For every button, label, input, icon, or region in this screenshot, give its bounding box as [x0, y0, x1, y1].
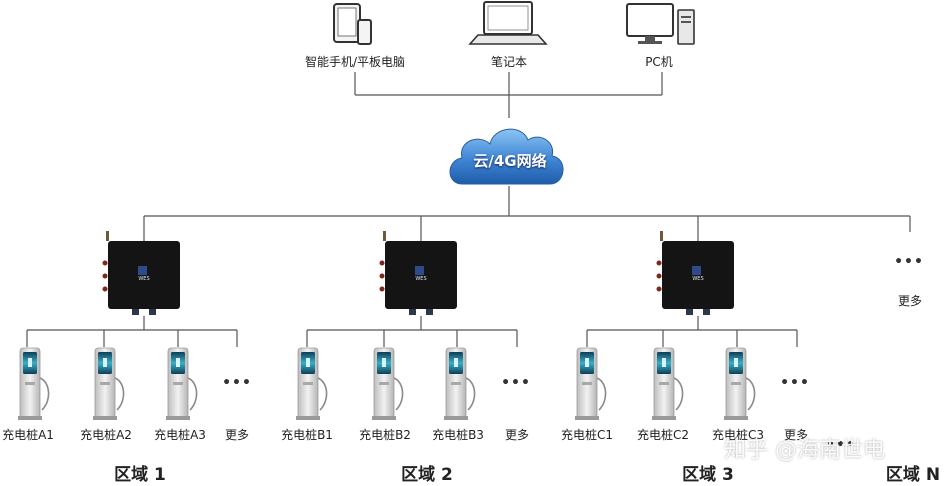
charger-label: 充电桩A3: [154, 428, 206, 442]
charger-post: [295, 347, 328, 421]
zone-label: 区域 N: [885, 465, 941, 485]
gateway-device: WES: [379, 231, 457, 315]
cloud-label: 云/4G网络: [473, 152, 547, 170]
charger-post: [574, 347, 607, 421]
charger-label: 充电桩C3: [711, 428, 765, 442]
charger-post: [92, 347, 125, 421]
charger-more-dots: •••: [780, 375, 810, 391]
charger-connectors: [26, 316, 798, 347]
cloud-connectors: [143, 186, 911, 243]
tablet-phone-icon: [333, 3, 372, 45]
charger-label: 充电桩C1: [560, 428, 614, 442]
charger-label: 充电桩B1: [281, 428, 333, 442]
charger-label: 充电桩A1: [2, 428, 54, 442]
charger-label: 充电桩A2: [80, 428, 132, 442]
charger-more-dots: •••: [501, 375, 531, 391]
charger-label: 充电桩B2: [359, 428, 411, 442]
device-connectors: [354, 72, 663, 118]
charger-label: 充电桩B3: [432, 428, 484, 442]
laptop-icon: [468, 1, 548, 45]
charger-more-label: 更多: [783, 428, 809, 442]
device-label-pc: PC机: [645, 55, 673, 69]
zone-label: 区域 1: [114, 465, 166, 485]
device-label-laptop: 笔记本: [490, 55, 528, 69]
charger-post: [723, 347, 756, 421]
charger-more-dots: •••: [222, 375, 252, 391]
gateway-device: WES: [656, 231, 734, 315]
charger-post: [651, 347, 684, 421]
charger-more-label: 更多: [504, 428, 530, 442]
cloud-icon: [449, 128, 564, 185]
charger-more-dots: •••: [826, 437, 856, 453]
watermark-text: 知乎 @海南世电: [724, 438, 885, 463]
zone-label: 区域 2: [401, 465, 453, 485]
gateway-brand: WES: [138, 276, 149, 282]
charger-label: 充电桩C2: [636, 428, 690, 442]
gateway-device: WES: [102, 231, 180, 315]
device-label-tablet: 智能手机/平板电脑: [304, 55, 406, 69]
charger-post: [371, 347, 404, 421]
zone-label: 区域 3: [682, 465, 734, 485]
more-zones-label: 更多: [897, 294, 923, 308]
gateway-brand: WES: [415, 276, 426, 282]
more-zones-dots: •••: [894, 254, 924, 270]
gateway-brand: WES: [692, 276, 703, 282]
charger-post: [165, 347, 198, 421]
charger-post: [17, 347, 50, 421]
charger-more-label: 更多: [224, 428, 250, 442]
charger-post: [443, 347, 476, 421]
desktop-pc-icon: [626, 3, 695, 45]
